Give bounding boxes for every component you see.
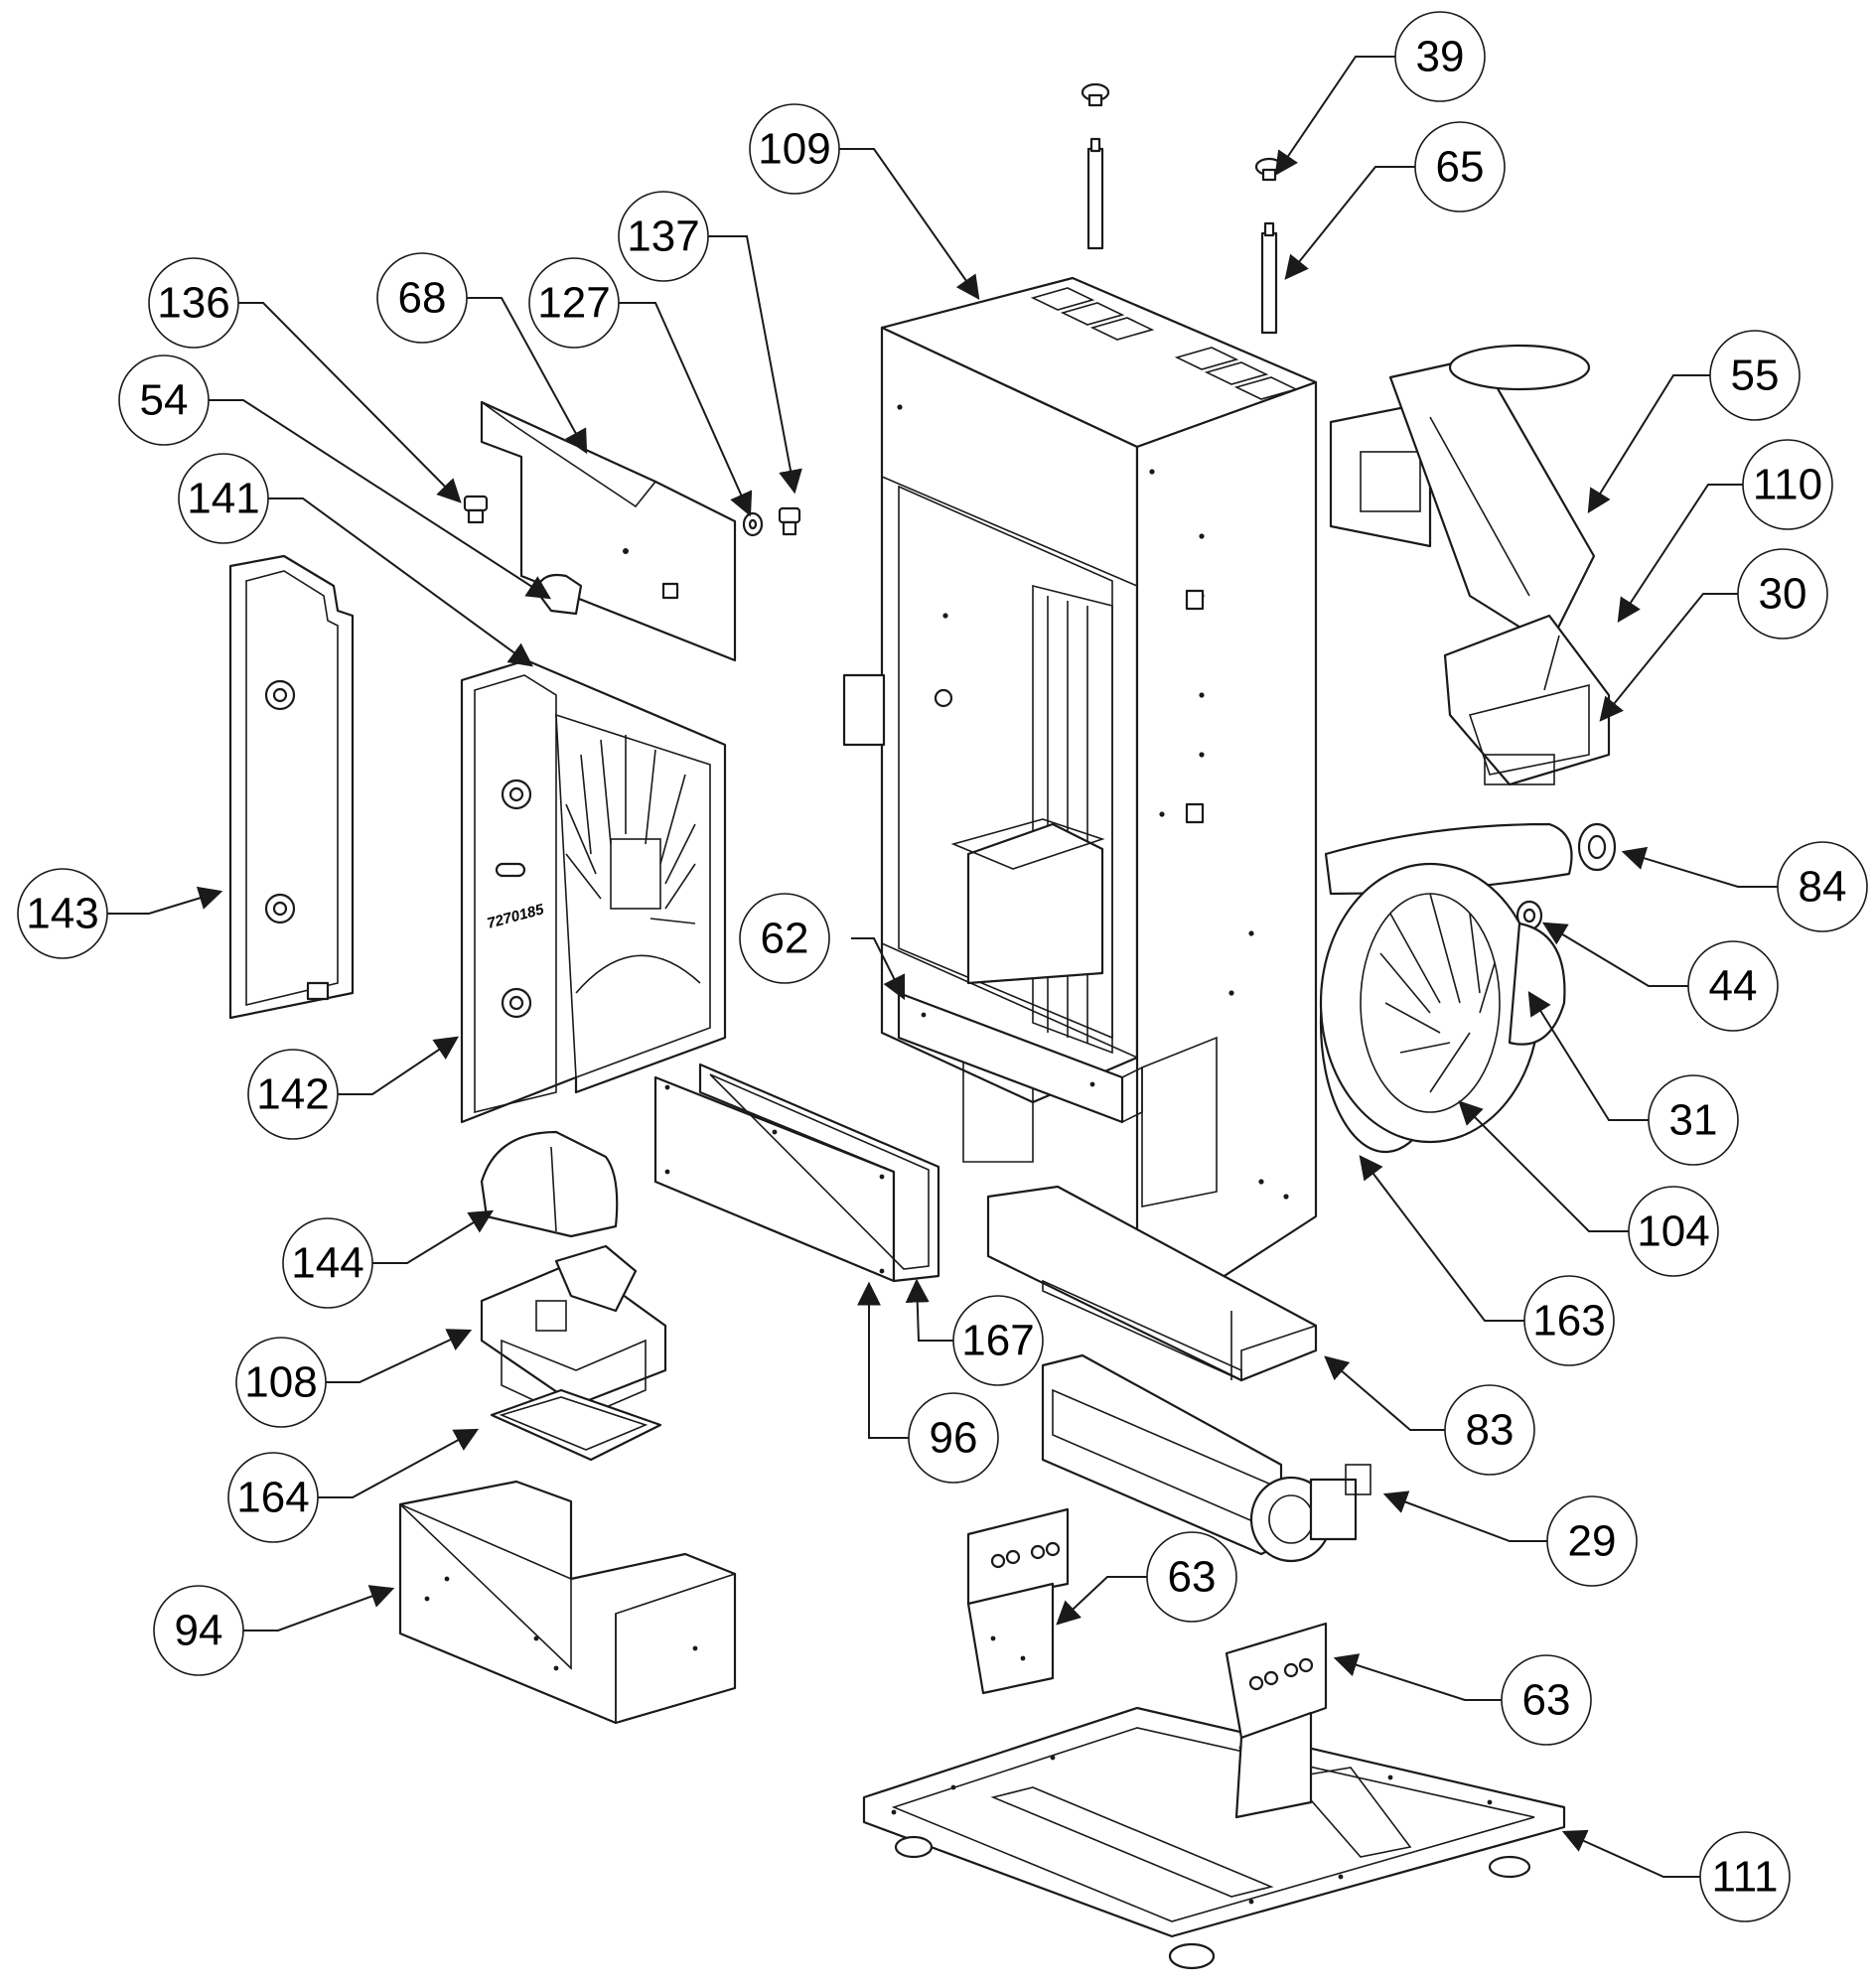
callout-39: 39	[1394, 11, 1486, 102]
callout-111: 111	[1699, 1831, 1791, 1922]
callout-label: 110	[1753, 461, 1822, 509]
callout-label: 163	[1532, 1297, 1605, 1346]
callout-137: 137	[618, 191, 709, 282]
callout-163: 163	[1523, 1275, 1615, 1366]
part-164-gasket-ring	[490, 1388, 662, 1462]
callout-label: 39	[1416, 33, 1465, 81]
callout-31: 31	[1648, 1074, 1739, 1166]
part-63-lower-bracket	[1225, 1622, 1328, 1819]
callout-63-lower: 63	[1501, 1654, 1592, 1746]
callout-83: 83	[1444, 1384, 1535, 1476]
callout-110: 110	[1742, 439, 1833, 530]
callout-label: 109	[758, 125, 830, 174]
callout-84: 84	[1777, 841, 1868, 932]
part-29-burner-assembly	[1041, 1353, 1371, 1563]
callout-label: 108	[244, 1358, 317, 1407]
callout-label: 62	[761, 915, 809, 963]
callout-label: 111	[1712, 1853, 1779, 1902]
part-31-104-163-blower	[1319, 822, 1573, 1154]
part-110-30-valve-assembly	[1443, 614, 1611, 786]
callout-143: 143	[17, 868, 108, 959]
callout-label: 144	[291, 1239, 363, 1288]
callout-label: 63	[1168, 1553, 1217, 1602]
callout-167: 167	[952, 1295, 1044, 1386]
callout-label: 137	[627, 213, 699, 261]
callout-96: 96	[908, 1392, 999, 1484]
part-83-tray	[986, 1185, 1318, 1382]
part-55-elbow-tube	[1329, 344, 1596, 647]
part-111-base-frame	[862, 1706, 1566, 1970]
part-144-cap-cover	[480, 1130, 619, 1238]
callout-164: 164	[227, 1452, 319, 1543]
callout-label: 65	[1436, 143, 1485, 192]
callout-label: 136	[157, 279, 229, 328]
part-84-washer	[1577, 822, 1617, 872]
part-68-bracket-plate	[480, 400, 737, 662]
callout-label: 31	[1669, 1096, 1718, 1145]
callout-label: 142	[256, 1070, 329, 1119]
callout-142: 142	[247, 1049, 339, 1140]
leader-lines	[107, 56, 1778, 1878]
callout-label: 143	[26, 890, 98, 938]
callout-label: 94	[175, 1607, 223, 1655]
callout-label: 96	[930, 1414, 978, 1463]
callout-label: 84	[1799, 863, 1847, 912]
part-standoff-left	[1086, 137, 1104, 250]
part-167-gasket	[698, 1063, 940, 1283]
callout-29: 29	[1546, 1495, 1638, 1587]
callout-30: 30	[1737, 548, 1828, 639]
callout-label: 164	[236, 1474, 309, 1522]
part-137-screw	[778, 506, 801, 536]
callout-144: 144	[282, 1217, 373, 1309]
callout-62: 62	[739, 893, 830, 984]
part-143-side-panel	[228, 554, 355, 1020]
callout-44: 44	[1687, 940, 1779, 1032]
part-136-screw	[463, 495, 489, 524]
callout-127: 127	[528, 257, 620, 349]
part-94-tray-box	[398, 1480, 737, 1725]
callout-label: 29	[1568, 1517, 1617, 1566]
callout-label: 55	[1731, 352, 1780, 400]
callout-label: 54	[140, 376, 189, 425]
part-39-cap-left	[1081, 82, 1110, 107]
callout-label: 167	[961, 1317, 1034, 1365]
callout-68: 68	[376, 252, 468, 344]
callout-label: 104	[1637, 1207, 1709, 1256]
part-62-channel	[897, 991, 1143, 1124]
callout-54: 54	[118, 355, 210, 446]
part-63-upper-bracket	[966, 1507, 1070, 1695]
part-127-washer	[742, 511, 764, 537]
callout-136: 136	[148, 257, 239, 349]
callout-108: 108	[235, 1337, 327, 1428]
callout-109: 109	[749, 103, 840, 195]
callout-label: 127	[537, 279, 610, 328]
part-108-component-box	[480, 1244, 667, 1421]
callout-label: 30	[1759, 570, 1807, 619]
callout-label: 83	[1466, 1406, 1515, 1455]
callout-55: 55	[1709, 330, 1801, 421]
callout-94: 94	[153, 1585, 244, 1676]
callout-141: 141	[178, 453, 269, 544]
callout-63-upper: 63	[1146, 1531, 1237, 1623]
callout-104: 104	[1628, 1186, 1719, 1277]
callout-label: 63	[1522, 1676, 1571, 1725]
callout-65: 65	[1414, 121, 1506, 213]
callout-label: 44	[1709, 962, 1758, 1011]
callout-label: 68	[398, 274, 447, 323]
part-109-main-cabinet	[842, 276, 1318, 1283]
part-65-standoff	[1260, 221, 1278, 335]
callout-label: 141	[187, 475, 259, 523]
part-142-ribbed-panel: 7270185	[460, 658, 727, 1124]
